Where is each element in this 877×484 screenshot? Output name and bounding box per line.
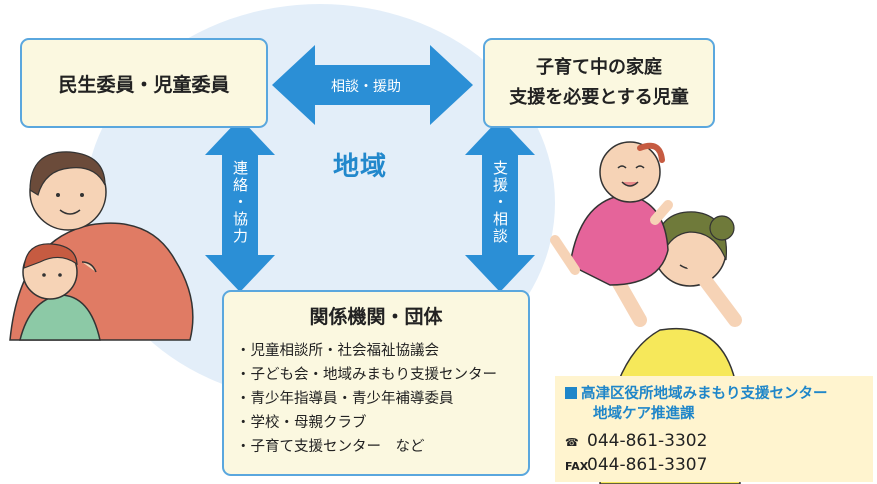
list-item: ・青少年指導員・青少年補導委員 <box>236 391 454 407</box>
kankei-kikan-list: ・児童相談所・社会福祉協議会 ・子ども会・地域みまもり支援センター ・青少年指導… <box>236 339 528 459</box>
horizontal-double-arrow <box>272 45 473 125</box>
tel-number: 044-861-3302 <box>587 431 708 451</box>
kosodate-katei-title-line1: 子育て中の家庭 <box>536 57 662 78</box>
contact-tel: ☎ 044-861-3302 <box>565 430 863 454</box>
kosodate-katei-title-line2: 支援を必要とする児童 <box>509 87 689 108</box>
kankei-kikan-box: 関係機関・団体 ・児童相談所・社会福祉協議会 ・子ども会・地域みまもり支援センタ… <box>222 290 530 476</box>
right-vertical-double-arrow <box>465 118 535 292</box>
minsei-iin-title: 民生委員・児童委員 <box>58 73 230 96</box>
list-item: ・子育て支援センター など <box>236 439 425 455</box>
father-and-child-illustration <box>9 151 194 341</box>
region-label: 地域 <box>333 152 388 182</box>
fax-number: 044-861-3307 <box>587 455 708 475</box>
contact-org: 高津区役所地域みまもり支援センター <box>565 384 863 404</box>
contact-dept: 地域ケア推進課 <box>593 406 695 422</box>
contact-org-name: 高津区役所地域みまもり支援センター <box>581 386 828 402</box>
list-item: ・学校・母親クラブ <box>236 415 367 431</box>
minsei-iin-box: 民生委員・児童委員 <box>20 38 268 128</box>
phone-icon: ☎ <box>565 436 579 449</box>
horizontal-arrow-label: 相談・援助 <box>331 79 401 95</box>
left-vertical-double-arrow <box>205 118 275 292</box>
kosodate-katei-box: 子育て中の家庭 支援を必要とする児童 <box>483 38 715 128</box>
list-item: ・児童相談所・社会福祉協議会 <box>236 343 439 359</box>
contact-info-box: 高津区役所地域みまもり支援センター 地域ケア推進課 ☎044-861-3302 … <box>555 376 873 482</box>
contact-fax: FAX044-861-3307 <box>565 454 863 478</box>
square-bullet-icon <box>565 387 577 399</box>
right-arrow-label: 支援・相談 <box>491 160 509 245</box>
list-item: ・子ども会・地域みまもり支援センター <box>236 367 497 383</box>
kankei-kikan-title: 関係機関・団体 <box>309 306 443 328</box>
left-arrow-label: 連絡・協力 <box>231 160 249 245</box>
fax-icon: FAX <box>565 460 589 473</box>
